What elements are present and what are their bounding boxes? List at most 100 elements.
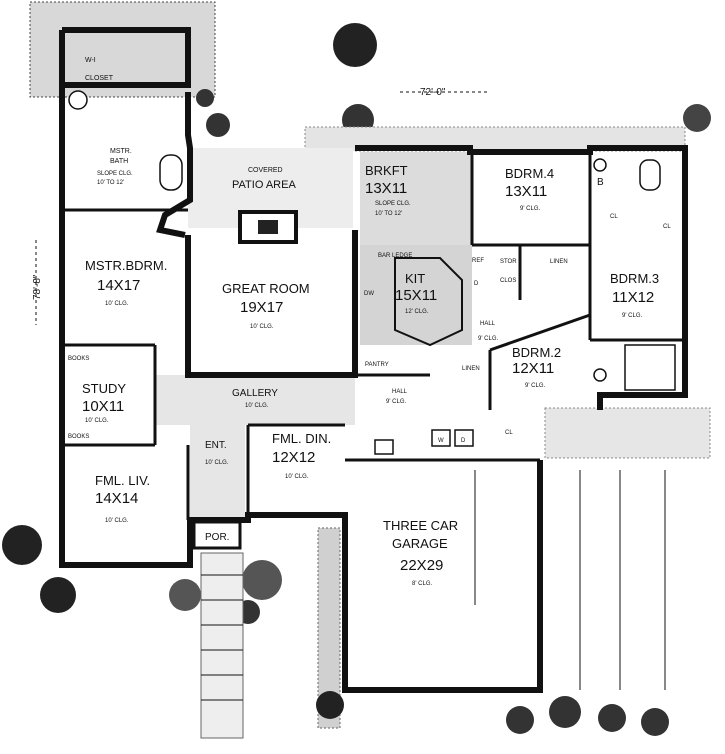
master-bath-label: MSTR. <box>110 148 132 155</box>
bedroom2-ceiling: 9' CLG. <box>525 383 545 389</box>
breakfast-ceiling-2: 10' TO 12' <box>375 211 402 217</box>
gallery-ceiling: 10' CLG. <box>245 403 269 409</box>
cl-bdrm2-label: CL <box>505 430 513 436</box>
shower-icon <box>624 344 676 391</box>
study-ceiling: 10' CLG. <box>85 418 109 424</box>
linen-upper-label: LINEN <box>550 259 568 265</box>
breakfast-ceiling: SLOPE CLG. <box>375 201 411 207</box>
master-bedroom-label: MSTR.BDRM. <box>85 258 167 273</box>
shrub-icon <box>316 691 344 719</box>
shrub-icon <box>196 89 214 107</box>
cl-bdrm3-label: CL <box>663 224 671 230</box>
garage-dims: 22X29 <box>400 557 443 574</box>
family-living-label: FML. LIV. <box>95 473 150 488</box>
shrub-icon <box>2 525 42 565</box>
interior-walls <box>62 152 685 520</box>
books-top-label: BOOKS <box>68 356 89 362</box>
dryer-icon <box>454 429 474 447</box>
bedroom2-label: BDRM.2 <box>512 345 561 360</box>
family-dining-label: FML. DIN. <box>272 431 331 446</box>
stor-label: STOR <box>500 259 517 265</box>
overall-depth: 78'-8" <box>32 274 43 300</box>
floor-textures <box>155 148 472 520</box>
ref-label: REF <box>472 258 484 264</box>
family-living-dims: 14X14 <box>95 490 138 507</box>
bedroom3-label: BDRM.3 <box>610 271 659 286</box>
shrub-icon <box>641 708 669 736</box>
bedroom3-ceiling: 9' CLG. <box>622 313 642 319</box>
wi-closet-label-2: CLOSET <box>85 75 114 82</box>
dryer-label: D <box>461 438 466 444</box>
bedroom4-dims: 13X11 <box>505 183 547 200</box>
hall-lower-ceiling: 9' CLG. <box>386 399 406 405</box>
master-bath-ceiling: SLOPE CLG. <box>97 171 133 177</box>
hall-upper-label: HALL <box>480 321 496 327</box>
great-room-ceiling: 10' CLG. <box>250 324 274 330</box>
exterior-walls <box>59 27 688 693</box>
shrub-icon <box>40 577 76 613</box>
tub-icon <box>639 159 661 191</box>
fireplace <box>238 210 298 244</box>
family-living-ceiling: 10' CLG. <box>105 518 129 524</box>
shrub-icon <box>598 704 626 732</box>
d-label: D <box>474 281 479 287</box>
study-label: STUDY <box>82 381 126 396</box>
breakfast-label: BRKFT <box>365 163 408 178</box>
bedroom3-dims: 11X12 <box>612 289 654 306</box>
master-bedroom-dims: 14X17 <box>97 277 140 294</box>
washer-label: W <box>438 438 444 444</box>
overall-width: 72'-0" <box>420 87 446 98</box>
clos-label: CLOS <box>500 278 516 284</box>
b-label: B <box>597 177 604 188</box>
shrub-icon <box>549 696 581 728</box>
patio-label: COVERED <box>248 167 283 174</box>
dimensions: 72'-0" 78'-8" <box>32 87 488 325</box>
tree-icon <box>333 23 377 67</box>
fixtures <box>68 90 676 690</box>
wi-closet-label: W-I <box>85 57 96 64</box>
entry-label: ENT. <box>205 440 227 451</box>
sink-icon <box>593 368 607 382</box>
sink-icon <box>68 90 88 110</box>
kitchen-island <box>394 257 463 347</box>
great-room-label: GREAT ROOM <box>222 281 310 296</box>
washer-icon <box>431 429 451 447</box>
shrub-icon <box>169 579 201 611</box>
shrub-icon <box>683 104 711 132</box>
master-bedroom-ceiling: 10' CLG. <box>105 301 129 307</box>
family-dining-ceiling: 10' CLG. <box>285 474 309 480</box>
kitchen-ceiling: 12' CLG. <box>405 309 429 315</box>
sink-icon <box>593 158 607 172</box>
breakfast-dims: 13X11 <box>365 180 407 197</box>
tub-icon <box>159 154 183 191</box>
porch-label: POR. <box>205 532 229 543</box>
shrub-icon <box>206 113 230 137</box>
hall-upper-ceiling: 9' CLG. <box>478 336 498 342</box>
entry-ceiling: 10' CLG. <box>205 460 229 466</box>
patio-label-2: PATIO AREA <box>232 179 296 191</box>
bedroom4-ceiling: 9' CLG. <box>520 206 540 212</box>
master-bath-label-2: BATH <box>110 158 128 165</box>
dw-label: DW <box>364 291 374 297</box>
cl-bdrm4-label: CL <box>610 214 618 220</box>
bedroom2-dims: 12X11 <box>512 360 554 377</box>
bar-ledge-label: BAR LEDGE <box>378 253 412 259</box>
books-bottom-label: BOOKS <box>68 434 89 440</box>
great-room-dims: 19X17 <box>240 299 283 316</box>
linen-lower-label: LINEN <box>462 366 480 372</box>
garage-ceiling: 8' CLG. <box>412 581 432 587</box>
shrub-icon <box>506 706 534 734</box>
master-bath-ceiling-2: 10' TO 12' <box>97 180 124 186</box>
toilet-icon <box>374 439 394 455</box>
garage-label: THREE CAR <box>383 518 458 533</box>
family-dining-dims: 12X12 <box>272 449 315 466</box>
room-labels: W-I CLOSET MSTR. BATH SLOPE CLG. 10' TO … <box>82 57 659 587</box>
bedroom4-label: BDRM.4 <box>505 166 554 181</box>
garage-label-2: GARAGE <box>392 536 448 551</box>
gallery-label: GALLERY <box>232 388 278 399</box>
pantry-label: PANTRY <box>365 362 389 368</box>
study-dims: 10X11 <box>82 398 124 415</box>
kitchen-dims: 15X11 <box>395 287 437 304</box>
misc-labels: GALLERY 10' CLG. ENT. 10' CLG. POR. PANT… <box>68 177 671 550</box>
